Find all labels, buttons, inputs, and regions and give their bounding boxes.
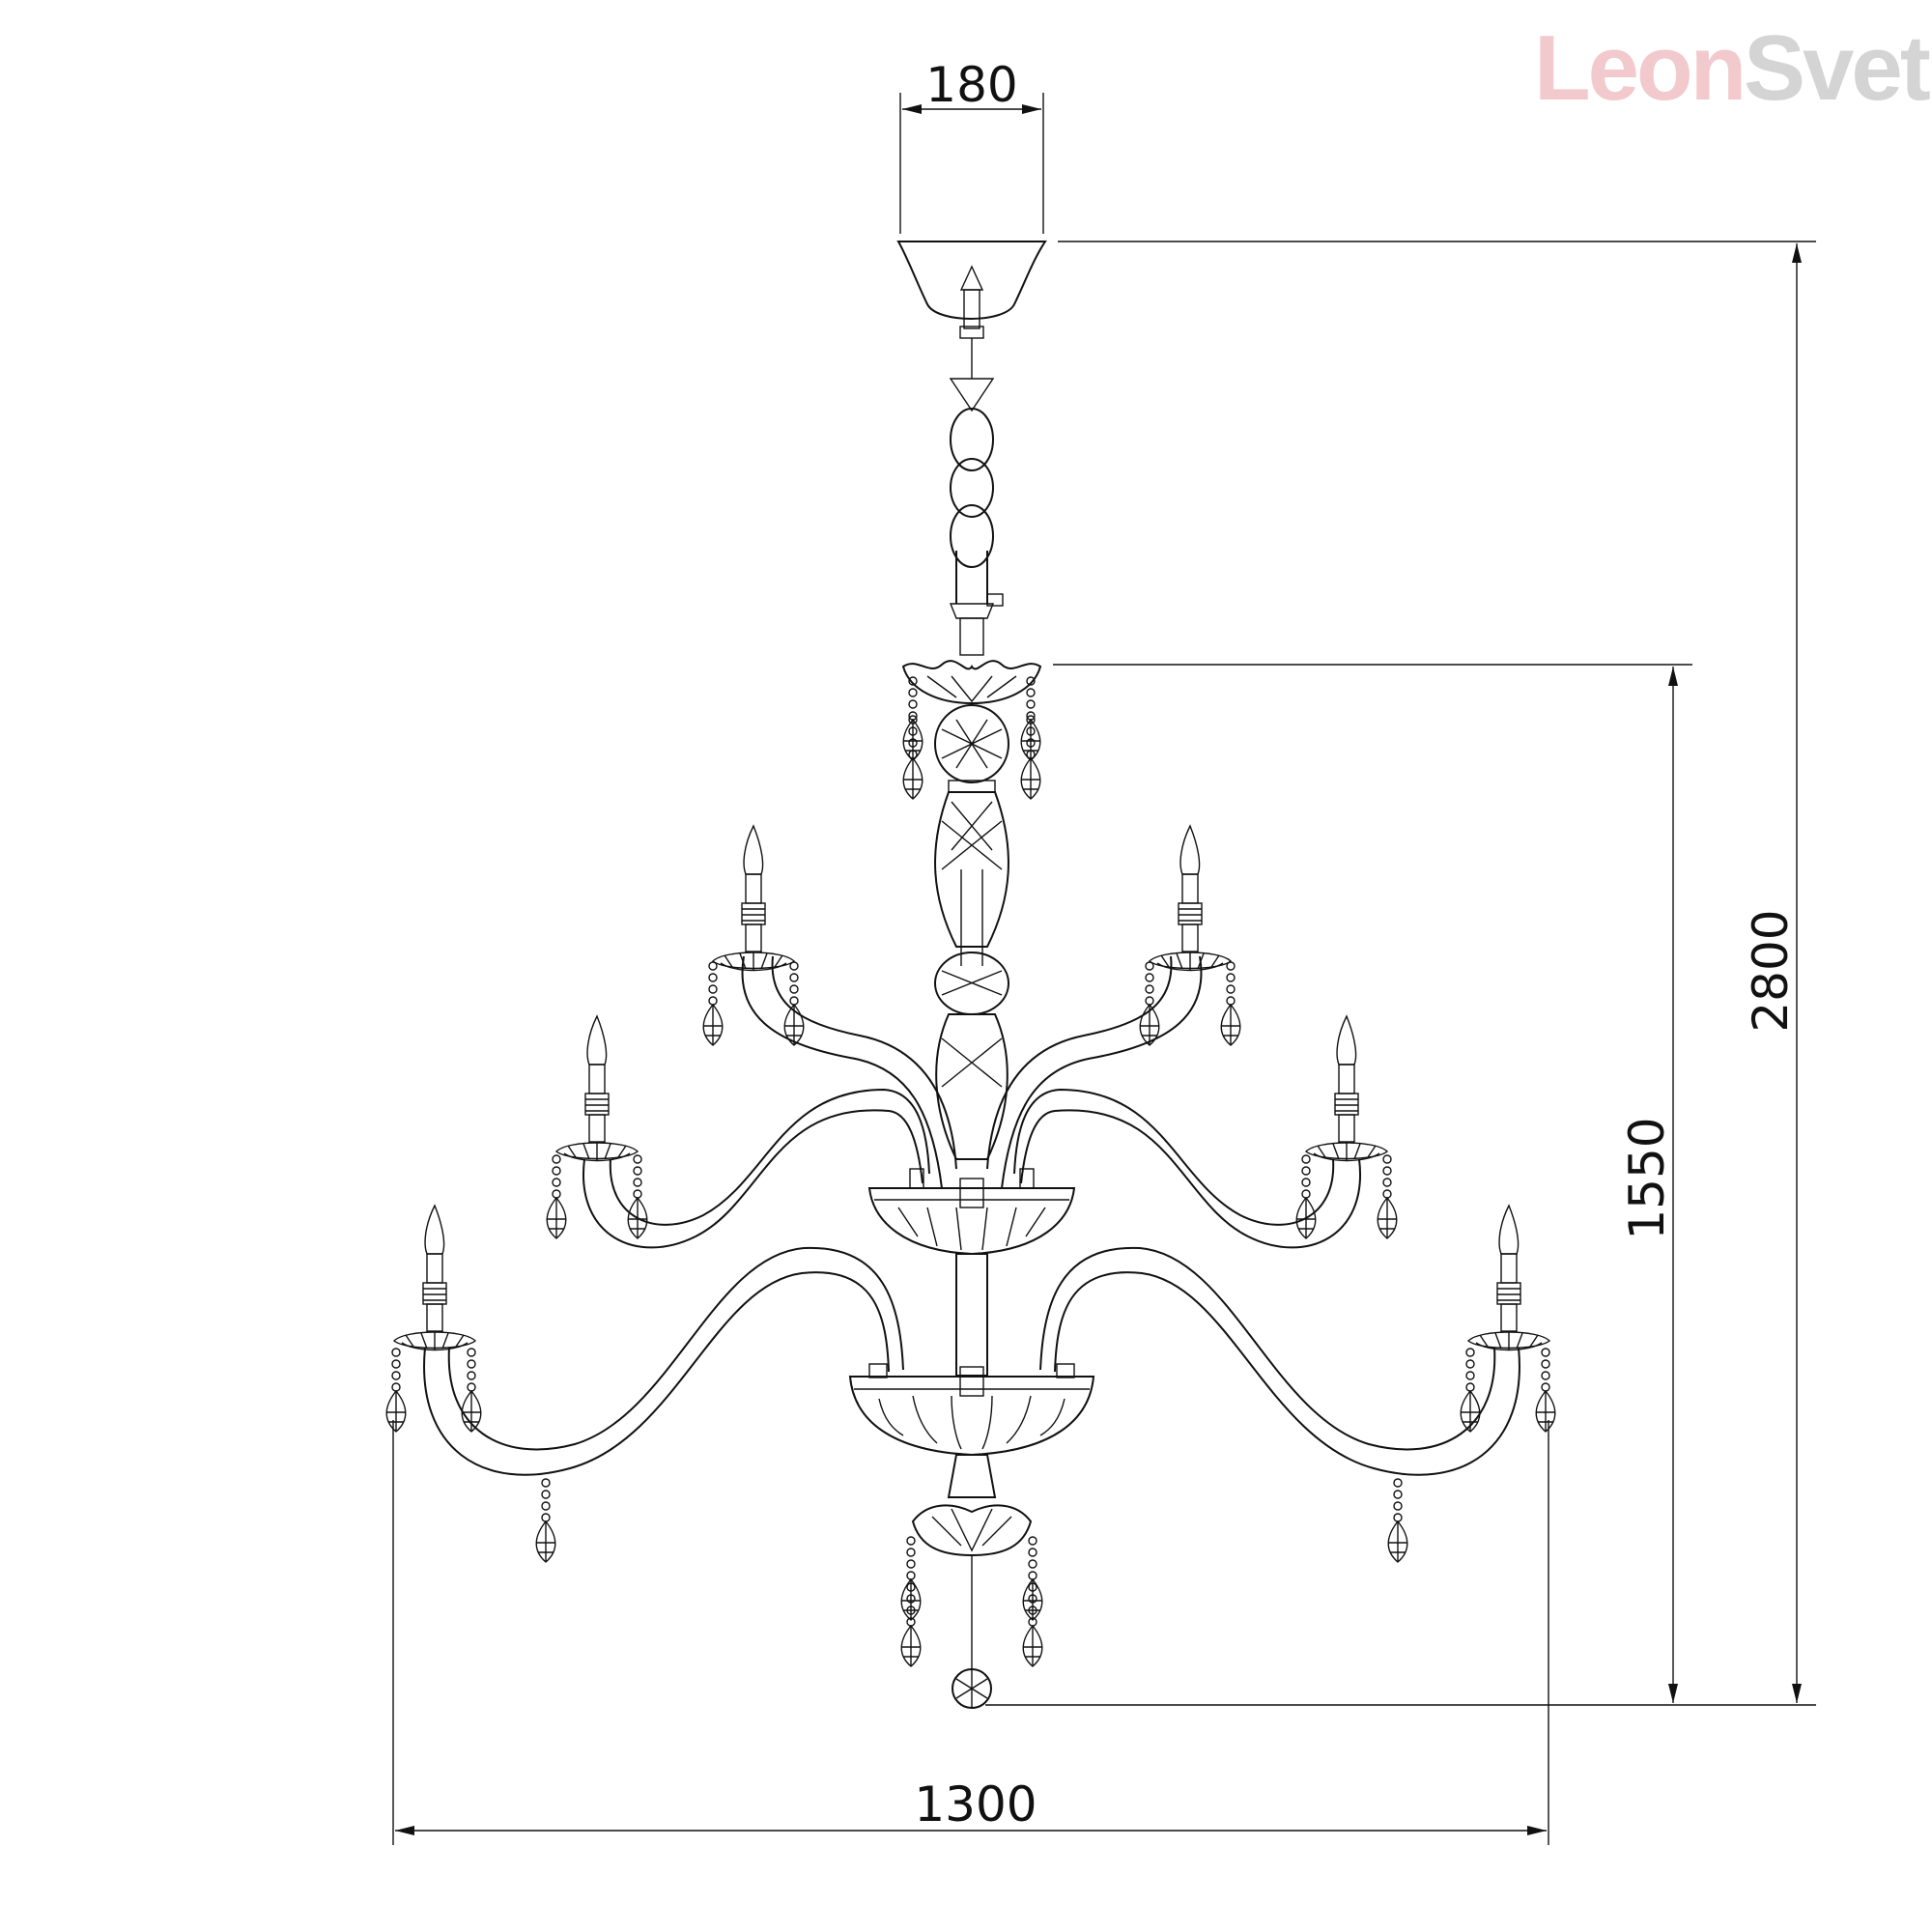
lower-bowl bbox=[848, 1363, 1095, 1457]
canopy-width-label: 180 bbox=[925, 57, 1017, 113]
central-stem bbox=[934, 704, 1009, 1160]
middle-tier-arms bbox=[546, 1015, 1398, 1249]
lower-stem bbox=[955, 1253, 988, 1377]
logo-leon: Leon bbox=[1534, 16, 1744, 120]
total-width-label: 1300 bbox=[914, 1776, 1037, 1833]
chandelier-outline bbox=[385, 241, 1556, 1709]
dimension-canopy-width: 180 bbox=[899, 57, 1044, 234]
total-height-label: 2800 bbox=[1743, 909, 1799, 1032]
dimension-total-width: 1300 bbox=[392, 1420, 1549, 1845]
dimension-total-height: 2800 bbox=[985, 241, 1816, 1706]
ceiling-canopy bbox=[896, 241, 1047, 339]
bottom-finial bbox=[900, 1454, 1043, 1709]
suspension-chain bbox=[949, 338, 1004, 656]
top-crown bbox=[901, 660, 1042, 800]
upper-tier-arms bbox=[702, 825, 1241, 1189]
dimension-body-height: 1550 bbox=[1053, 664, 1692, 1703]
logo-svet: Svet bbox=[1744, 16, 1930, 120]
upper-bowl bbox=[867, 1168, 1076, 1256]
lower-tier-arms bbox=[385, 1205, 1556, 1563]
body-height-label: 1550 bbox=[1619, 1117, 1675, 1239]
